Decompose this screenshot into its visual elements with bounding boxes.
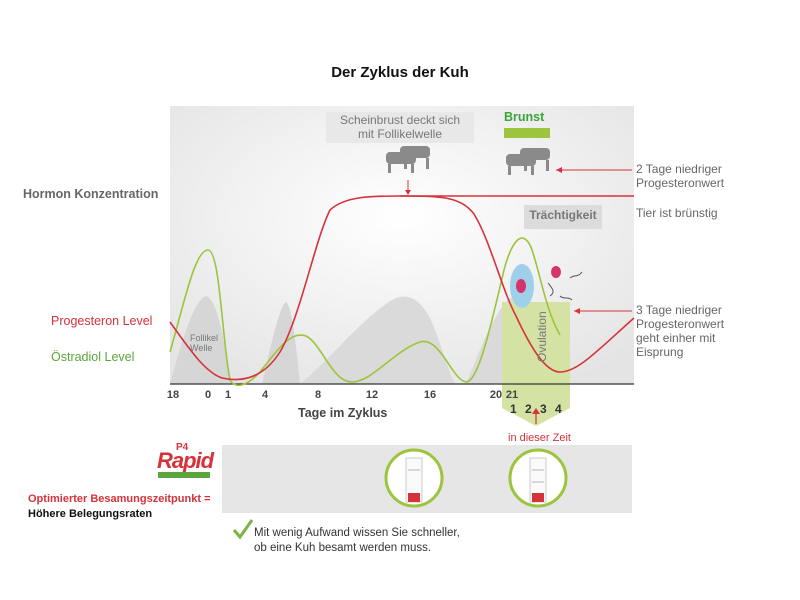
brunst-bar	[504, 128, 550, 138]
logo-p4: P4	[176, 442, 189, 453]
follicle-label-line2: Welle	[190, 343, 213, 353]
note-low-progesterone: 2 Tage niedriger Progesteronwert	[636, 162, 724, 190]
note-ovulation: 3 Tage niedriger Progesteronwert geht ei…	[636, 303, 724, 359]
scheinbrust-line2: mit Follikelwelle	[357, 127, 443, 141]
note3-line3: geht einher mit	[636, 331, 716, 345]
x-tick: 1	[224, 389, 232, 401]
test-strip-bar	[222, 445, 632, 513]
x-tick: 8	[314, 389, 322, 401]
window-day: 2	[525, 402, 532, 416]
progesterone-legend-label: Progesteron Level	[51, 314, 153, 328]
window-day: 3	[540, 402, 547, 416]
x-tick: 4	[261, 389, 269, 401]
chart-title: Der Zyklus der Kuh	[331, 64, 469, 81]
x-tick: 18	[166, 389, 180, 401]
x-axis-label: Tage im Zyklus	[298, 406, 388, 420]
brunst-label: Brunst	[504, 110, 545, 124]
logo-rapid: Rapid	[157, 448, 214, 473]
window-day: 4	[555, 402, 562, 416]
note3-line4: Eisprung	[636, 345, 684, 359]
x-tick: 16	[423, 389, 437, 401]
estradiol-legend-label: Östradiol Level	[51, 350, 135, 364]
cow-icon-1	[386, 146, 430, 173]
y-axis-label: Hormon Konzentration	[23, 187, 159, 201]
x-tick: 0	[204, 389, 212, 401]
follicle-label-line1: Follikel	[190, 333, 219, 343]
note-bruenstig: Tier ist brünstig	[636, 206, 718, 220]
ovulation-window	[502, 302, 570, 384]
in-dieser-zeit-label: in dieser Zeit	[508, 432, 571, 444]
check-icon	[232, 519, 254, 540]
logo-underline	[158, 472, 210, 478]
x-tick: 12	[365, 389, 379, 401]
egg-nucleus-icon	[516, 279, 526, 293]
sperm-icon	[551, 266, 561, 278]
note3-line2: Progesteronwert	[636, 317, 725, 331]
follicle-wave-3	[300, 296, 455, 384]
note3-arrowhead	[574, 308, 580, 314]
ovulation-label: Ovulation	[535, 311, 549, 362]
bottom-text-line1: Mit wenig Aufwand wissen Sie schneller,	[254, 527, 460, 539]
note1-line1: 2 Tage niedriger	[636, 162, 722, 176]
traechtigkeit-box: Trächtigkeit	[524, 205, 602, 229]
scheinbrust-box: Scheinbrust deckt sich mit Follikelwelle	[326, 112, 474, 143]
note3-line1: 3 Tage niedriger	[636, 303, 722, 317]
note1-line2: Progesteronwert	[636, 176, 725, 190]
bottom-text: Mit wenig Aufwand wissen Sie schneller, …	[254, 526, 460, 556]
scheinbrust-arrowhead	[405, 190, 411, 195]
bottom-text-line2: ob eine Kuh besamt werden muss.	[254, 542, 432, 554]
note1-arrowhead	[556, 167, 562, 173]
x-tick: 20	[489, 389, 503, 401]
window-arrow	[502, 384, 570, 426]
follicle-label: Follikel Welle	[190, 333, 218, 353]
cow-icon-2	[506, 148, 550, 175]
sperm-tail-3	[559, 295, 573, 301]
sperm-tail-2	[569, 271, 583, 279]
follicle-wave-1	[170, 296, 232, 384]
sperm-tail-1	[547, 282, 554, 297]
zeit-arrowhead	[532, 408, 540, 414]
optimized-line2: Höhere Belegungsraten	[28, 508, 153, 520]
scheinbrust-line1: Scheinbrust deckt sich	[339, 113, 461, 127]
x-tick: 21	[505, 389, 519, 401]
optimized-line1: Optimierter Besamungszeitpunkt =	[28, 493, 211, 505]
window-day: 1	[510, 402, 517, 416]
estradiol-curve	[169, 237, 561, 387]
